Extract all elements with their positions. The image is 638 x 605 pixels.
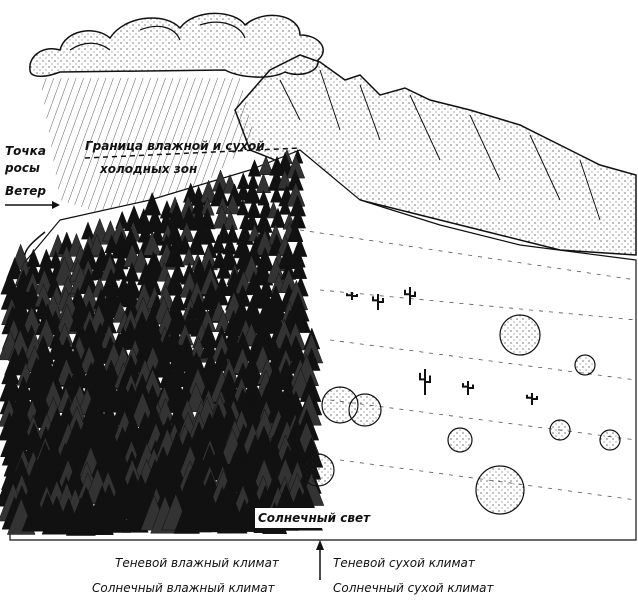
cloud [29,12,324,78]
label-boundary-2: холодных зон [99,162,197,176]
cactus [462,381,474,395]
label-sun-wet: Солнечный влажный климат [92,581,276,595]
conifer-tree [236,198,250,216]
conifer-tree [224,193,241,215]
shrub [348,393,382,427]
label-wind: Ветер [5,184,46,198]
conifer-tree [247,159,262,177]
conifer-tree [201,224,216,243]
wind-arrow [5,201,60,209]
conifer-tree [278,198,292,215]
conifer-tree [187,231,206,255]
shrub [475,465,525,515]
shrub [549,419,571,441]
conifer-tree [270,207,286,228]
label-dew-point-1: Точка [5,144,46,158]
shrub [447,427,473,453]
conifer-tree [164,268,185,295]
sunlight-arrow [316,540,324,580]
label-sun-dry: Солнечный сухой климат [333,581,495,595]
cactus [419,369,431,395]
label-shade-dry: Теневой сухой климат [333,556,476,570]
cactus [526,393,538,405]
label-boundary-1: Граница влажной и сухой [85,139,265,153]
mountain-range [234,54,637,256]
conifer-tree [290,257,308,279]
conifer-tree [216,258,232,279]
rain [40,78,255,230]
conifer-tree [277,169,293,189]
shrub [301,453,335,487]
desert-vegetation [301,287,621,515]
label-shade-wet: Теневой влажный климат [115,556,280,570]
label-dew-point-2: росы [4,161,40,175]
conifer-tree [270,185,283,203]
conifer-tree [222,209,238,230]
cactus [404,287,416,305]
shrub [499,314,541,356]
conifer-tree [164,240,185,268]
label-sunlight: Солнечный свет [258,511,371,525]
shrub [599,429,621,451]
shrub [574,354,596,376]
cactus [346,292,358,300]
conifer-tree [89,258,107,281]
conifer-tree [111,259,128,280]
conifer-tree [287,221,304,242]
conifer-tree [258,155,274,176]
conifer-forest [0,148,325,536]
cactus [372,294,384,310]
